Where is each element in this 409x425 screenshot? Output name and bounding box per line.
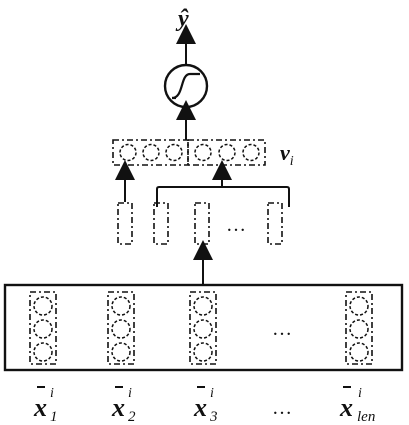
- hidden-node: [267, 202, 283, 245]
- svg-text:2: 2: [128, 409, 136, 425]
- svg-text:i: i: [210, 386, 214, 401]
- svg-text:i: i: [128, 386, 132, 401]
- hidden-ellipsis: …: [226, 214, 246, 236]
- svg-text:1: 1: [50, 409, 58, 425]
- group-bracket: [156, 186, 290, 207]
- svg-text:3: 3: [209, 409, 218, 425]
- input-column-3: [189, 291, 217, 365]
- hidden-nodes: [117, 202, 283, 245]
- input-label-2: x i 2: [111, 386, 136, 425]
- concat-vector: [112, 139, 266, 166]
- input-column-2: [107, 291, 135, 365]
- svg-text:len: len: [357, 409, 375, 425]
- input-column-len: [345, 291, 373, 365]
- svg-text:x: x: [193, 393, 207, 422]
- sigmoid-icon: [163, 63, 209, 109]
- svg-text:x: x: [111, 393, 125, 422]
- input-label-len: x i len: [339, 386, 375, 425]
- output-label: ŷ: [175, 6, 189, 32]
- input-label-3: x i 3: [193, 386, 218, 425]
- hidden-node: [153, 202, 169, 245]
- svg-text:i: i: [358, 386, 362, 401]
- input-block: [3, 283, 404, 372]
- vector-label: vi: [280, 140, 294, 169]
- svg-text:x: x: [339, 393, 353, 422]
- input-column-1: [29, 291, 57, 365]
- label-ellipsis: …: [272, 397, 292, 419]
- svg-text:i: i: [50, 386, 54, 401]
- hidden-node: [194, 202, 210, 245]
- hidden-node-left: [117, 202, 133, 245]
- svg-text:x: x: [33, 393, 47, 422]
- input-ellipsis: …: [272, 318, 292, 340]
- input-label-1: x i 1: [33, 386, 58, 425]
